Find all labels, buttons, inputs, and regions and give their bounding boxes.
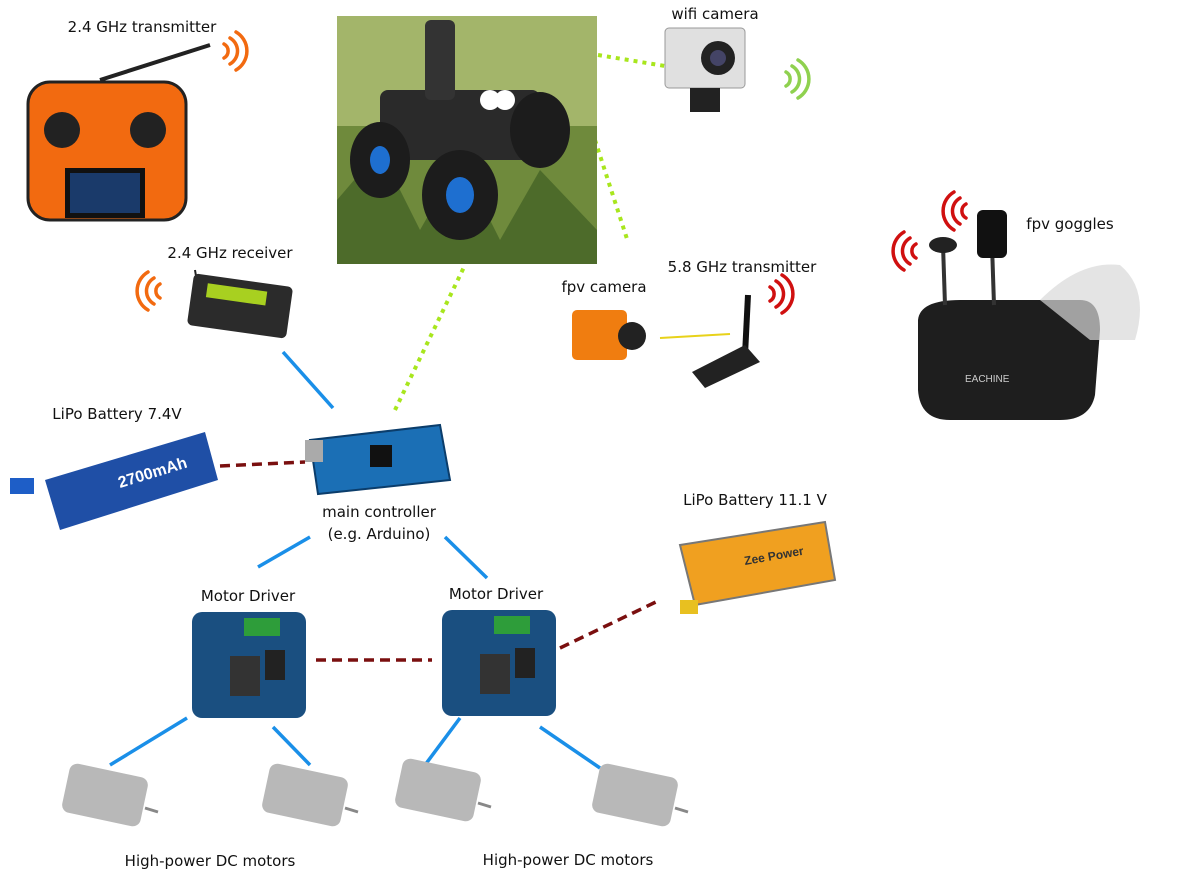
- label-lipo-battery-11-1v: LiPo Battery 11.1 V: [683, 491, 827, 509]
- dc-motor: [592, 763, 689, 827]
- wireless-icon-wifi-camera: [784, 58, 811, 100]
- dc-motor: [395, 758, 492, 822]
- signal-line-receiver-controller: [281, 350, 335, 410]
- dc-motors-group-1: [62, 763, 359, 827]
- robot-photo: [337, 16, 597, 264]
- motor-driver-1: [192, 612, 306, 718]
- fpv-camera: [572, 310, 646, 360]
- connections: [109, 53, 731, 770]
- label-5-8ghz-transmitter: 5.8 GHz transmitter: [668, 258, 818, 276]
- link-controller-robot: [393, 264, 467, 411]
- signal-line-driver1-motor2: [271, 725, 312, 767]
- dc-motor: [262, 763, 359, 827]
- label-2-4ghz-transmitter: 2.4 GHz transmitter: [68, 18, 218, 36]
- signal-line-driver1-motor1: [109, 716, 188, 767]
- label-main-controller: main controller: [322, 503, 437, 521]
- label-wifi-camera: wifi camera: [671, 5, 758, 23]
- rc-receiver: [187, 269, 293, 339]
- wireless-icon-goggles-right: [941, 190, 968, 232]
- video-cable-camera-transmitter: [659, 333, 731, 339]
- power-line-battery74-controller: [219, 460, 306, 468]
- label-dc-motors-2: High-power DC motors: [483, 851, 654, 869]
- label-controller-example: (e.g. Arduino): [328, 525, 431, 543]
- lipo-battery-7-4v: 2700mAh: [10, 432, 218, 530]
- lipo-battery-11-1v: Zee Power: [678, 520, 837, 614]
- signal-line-driver2-motor4: [539, 725, 601, 770]
- video-transmitter-5-8ghz: [692, 294, 760, 388]
- dc-motors-group-2: [395, 758, 689, 827]
- label-motor-driver-2: Motor Driver: [449, 585, 544, 603]
- dc-motor: [62, 763, 159, 827]
- fpv-goggles: EACHINE: [918, 210, 1140, 420]
- label-lipo-battery-7-4v: LiPo Battery 7.4V: [52, 405, 182, 423]
- label-2-4ghz-receiver: 2.4 GHz receiver: [167, 244, 293, 262]
- link-robot-fpv-camera: [593, 139, 630, 243]
- wireless-icon-receiver: [135, 270, 162, 312]
- rc-transmitter: [26, 43, 211, 222]
- motor-driver-2: [442, 610, 556, 716]
- power-line-battery111-driver2: [559, 598, 661, 650]
- label-fpv-goggles: fpv goggles: [1026, 215, 1114, 233]
- svg-text:EACHINE: EACHINE: [965, 374, 1010, 385]
- wireless-icon-goggles-left: [891, 230, 918, 272]
- label-motor-driver-1: Motor Driver: [201, 587, 296, 605]
- signal-line-controller-driver2: [443, 535, 489, 580]
- signal-line-controller-driver1: [257, 535, 311, 569]
- wifi-camera: [664, 27, 746, 112]
- wireless-icon-transmitter: [222, 30, 249, 72]
- label-fpv-camera: fpv camera: [561, 278, 646, 296]
- wireless-icon-5-8ghz: [768, 273, 795, 315]
- signal-line-driver2-motor3: [423, 716, 462, 767]
- arduino-controller: [305, 423, 452, 496]
- label-dc-motors-1: High-power DC motors: [125, 852, 296, 870]
- link-robot-wifi-camera: [597, 53, 666, 68]
